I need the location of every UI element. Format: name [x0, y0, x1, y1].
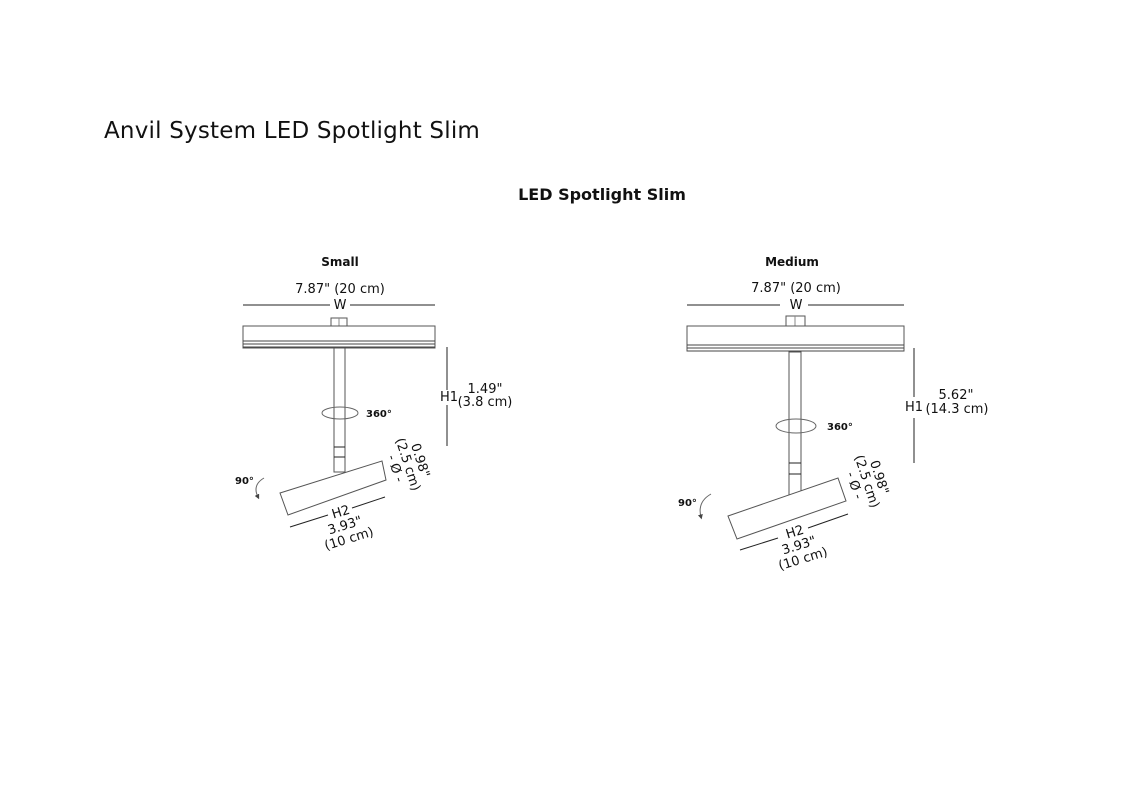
- variant-label: Medium: [765, 255, 819, 269]
- rotate-360-icon: [775, 418, 817, 434]
- spotlight-head: [279, 460, 387, 516]
- variant-label: Small: [321, 255, 358, 269]
- track-rail: [242, 325, 436, 349]
- width-symbol: W: [790, 298, 803, 313]
- rotate-360-icon: [321, 406, 359, 420]
- h1-inches: 1.49": [468, 382, 503, 397]
- section-title: LED Spotlight Slim: [518, 185, 686, 204]
- track-rail: [686, 325, 905, 352]
- h1-inches: 5.62": [939, 388, 974, 403]
- width-label: 7.87" (20 cm): [751, 281, 841, 296]
- h1-cm: (14.3 cm): [925, 402, 988, 417]
- width-symbol: W: [334, 298, 347, 313]
- rotation-label: 360°: [827, 422, 853, 433]
- h2-symbol: H2: [330, 503, 352, 523]
- stem: [333, 347, 346, 473]
- tilt-label: 90°: [235, 476, 254, 487]
- tilt-90-icon: [697, 493, 712, 520]
- page-title: Anvil System LED Spotlight Slim: [104, 118, 481, 144]
- h2-symbol: H2: [784, 523, 806, 543]
- h1-symbol: H1: [440, 390, 458, 405]
- h1-cm: (3.8 cm): [458, 395, 513, 410]
- tilt-90-icon: [254, 477, 265, 500]
- variant-small: Small 7.87" (20 cm) W 360° 90° H1 1.49" …: [235, 255, 512, 554]
- rotation-label: 360°: [366, 409, 392, 420]
- h1-symbol: H1: [905, 400, 923, 415]
- tilt-label: 90°: [678, 498, 697, 509]
- width-label: 7.87" (20 cm): [295, 282, 385, 297]
- variant-medium: Medium 7.87" (20 cm) W 360° 90° H1 5.62"…: [678, 255, 989, 574]
- spotlight-head: [727, 477, 847, 540]
